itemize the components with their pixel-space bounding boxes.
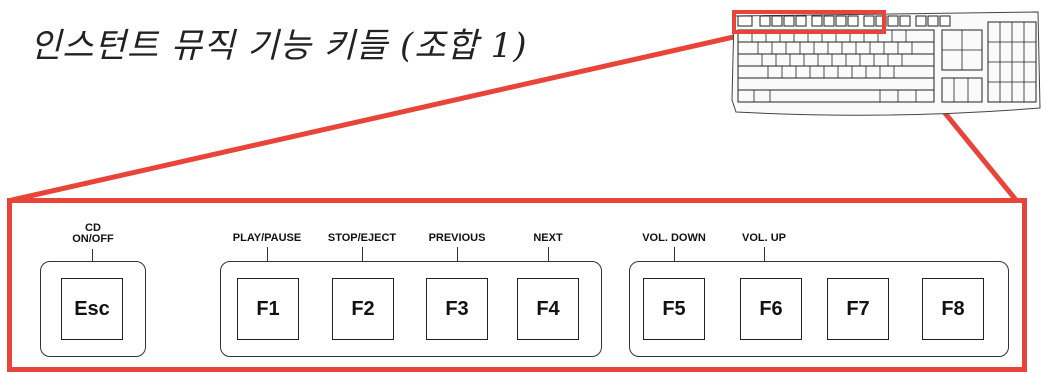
key-label-tick — [267, 247, 268, 261]
key-label-previous: PREVIOUS — [428, 232, 486, 244]
f4-key[interactable]: F4 — [517, 278, 579, 340]
zoomed-keys-panel: CD ON/OFF Esc PLAY/PAUSE F1 STOP/EJECT F… — [7, 198, 1027, 372]
key-label-stop-eject: STOP/EJECT — [327, 232, 397, 244]
key-label-tick — [92, 249, 93, 261]
f5-key[interactable]: F5 — [643, 278, 705, 340]
key-label-tick — [764, 247, 765, 261]
key-label-tick — [674, 247, 675, 261]
key-label-tick — [457, 247, 458, 261]
keyboard-illustration-icon — [731, 10, 1041, 116]
key-label-next: NEXT — [533, 232, 563, 244]
esc-key[interactable]: Esc — [61, 278, 123, 340]
key-label-vol-down: VOL. DOWN — [642, 232, 706, 244]
key-label-tick — [548, 247, 549, 261]
key-label-cd-line2: ON/OFF — [72, 233, 114, 245]
key-label-play-pause: PLAY/PAUSE — [232, 232, 302, 244]
f7-key[interactable]: F7 — [827, 278, 889, 340]
key-label-cd-line1: CD — [85, 222, 101, 234]
key-label-vol-up: VOL. UP — [741, 232, 786, 244]
key-label-tick — [362, 247, 363, 261]
f8-key[interactable]: F8 — [922, 278, 984, 340]
f1-key[interactable]: F1 — [237, 278, 299, 340]
f6-key[interactable]: F6 — [740, 278, 802, 340]
f3-key[interactable]: F3 — [426, 278, 488, 340]
key-label-cd: CD ON/OFF — [63, 223, 123, 245]
f2-key[interactable]: F2 — [332, 278, 394, 340]
page-title: 인스턴트 뮤직 기능 키들 (조합 1) — [30, 26, 528, 66]
